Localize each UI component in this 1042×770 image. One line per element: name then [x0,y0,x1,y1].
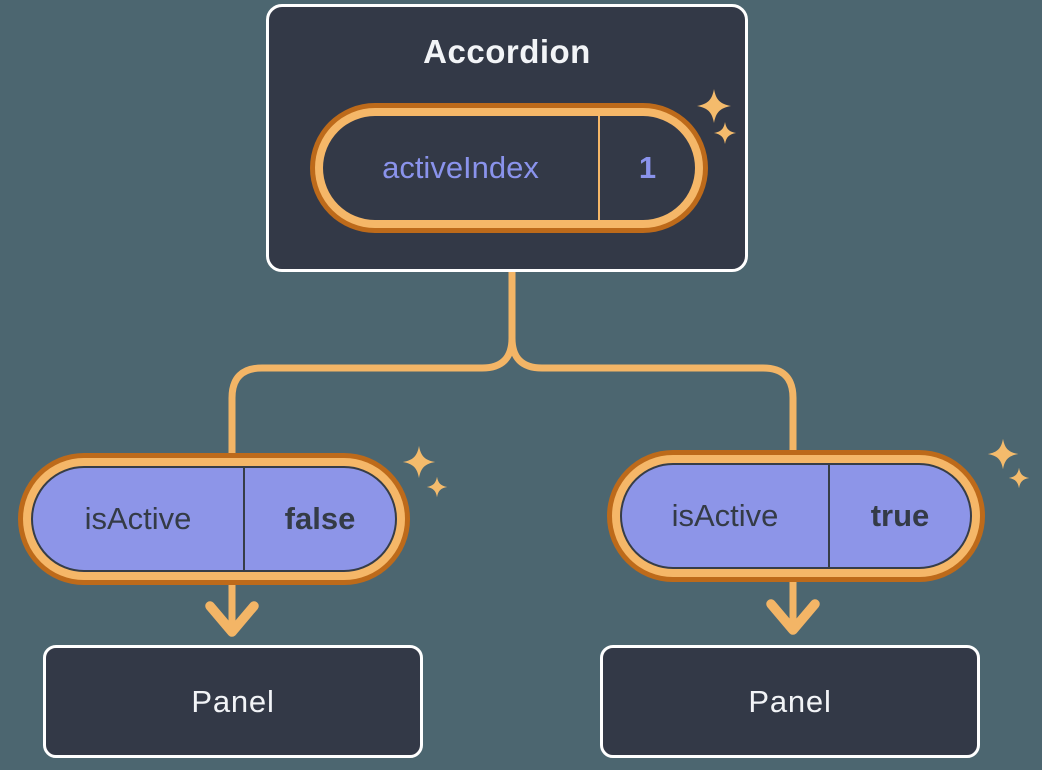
panel-title: Panel [191,683,275,719]
panel-card-right: Panel [600,645,980,758]
prop-pill-isactive-true: isActive true [607,450,985,582]
prop-pill-value: false [243,468,395,570]
prop-pill-label: isActive [84,501,192,536]
sparkle-icon [987,438,1030,489]
state-pill-activeindex: activeIndex 1 [310,103,708,233]
arrow-down-icon [766,599,820,635]
sparkle-icon [697,89,737,145]
pill-outer-ring: isActive false [18,453,410,585]
state-pill-label: activeIndex [382,150,539,185]
pill-outer-ring: isActive true [607,450,985,582]
pill-inner-ring: activeIndex 1 [315,108,703,228]
prop-pill-label: isActive [671,498,779,533]
pill-inner-ring: isActive false [23,458,405,580]
prop-pill-value: true [828,465,970,567]
prop-pill-isactive-false: isActive false [18,453,410,585]
state-pill-value: 1 [598,116,695,220]
arrow-down-icon [205,601,259,637]
pill-inner-ring: isActive true [612,455,980,577]
pill-outer-ring: activeIndex 1 [310,103,708,233]
branch-right-line [508,334,797,626]
sparkle-icon [402,445,448,498]
panel-title: Panel [748,683,832,719]
accordion-title: Accordion [423,33,591,70]
panel-card-left: Panel [43,645,423,758]
